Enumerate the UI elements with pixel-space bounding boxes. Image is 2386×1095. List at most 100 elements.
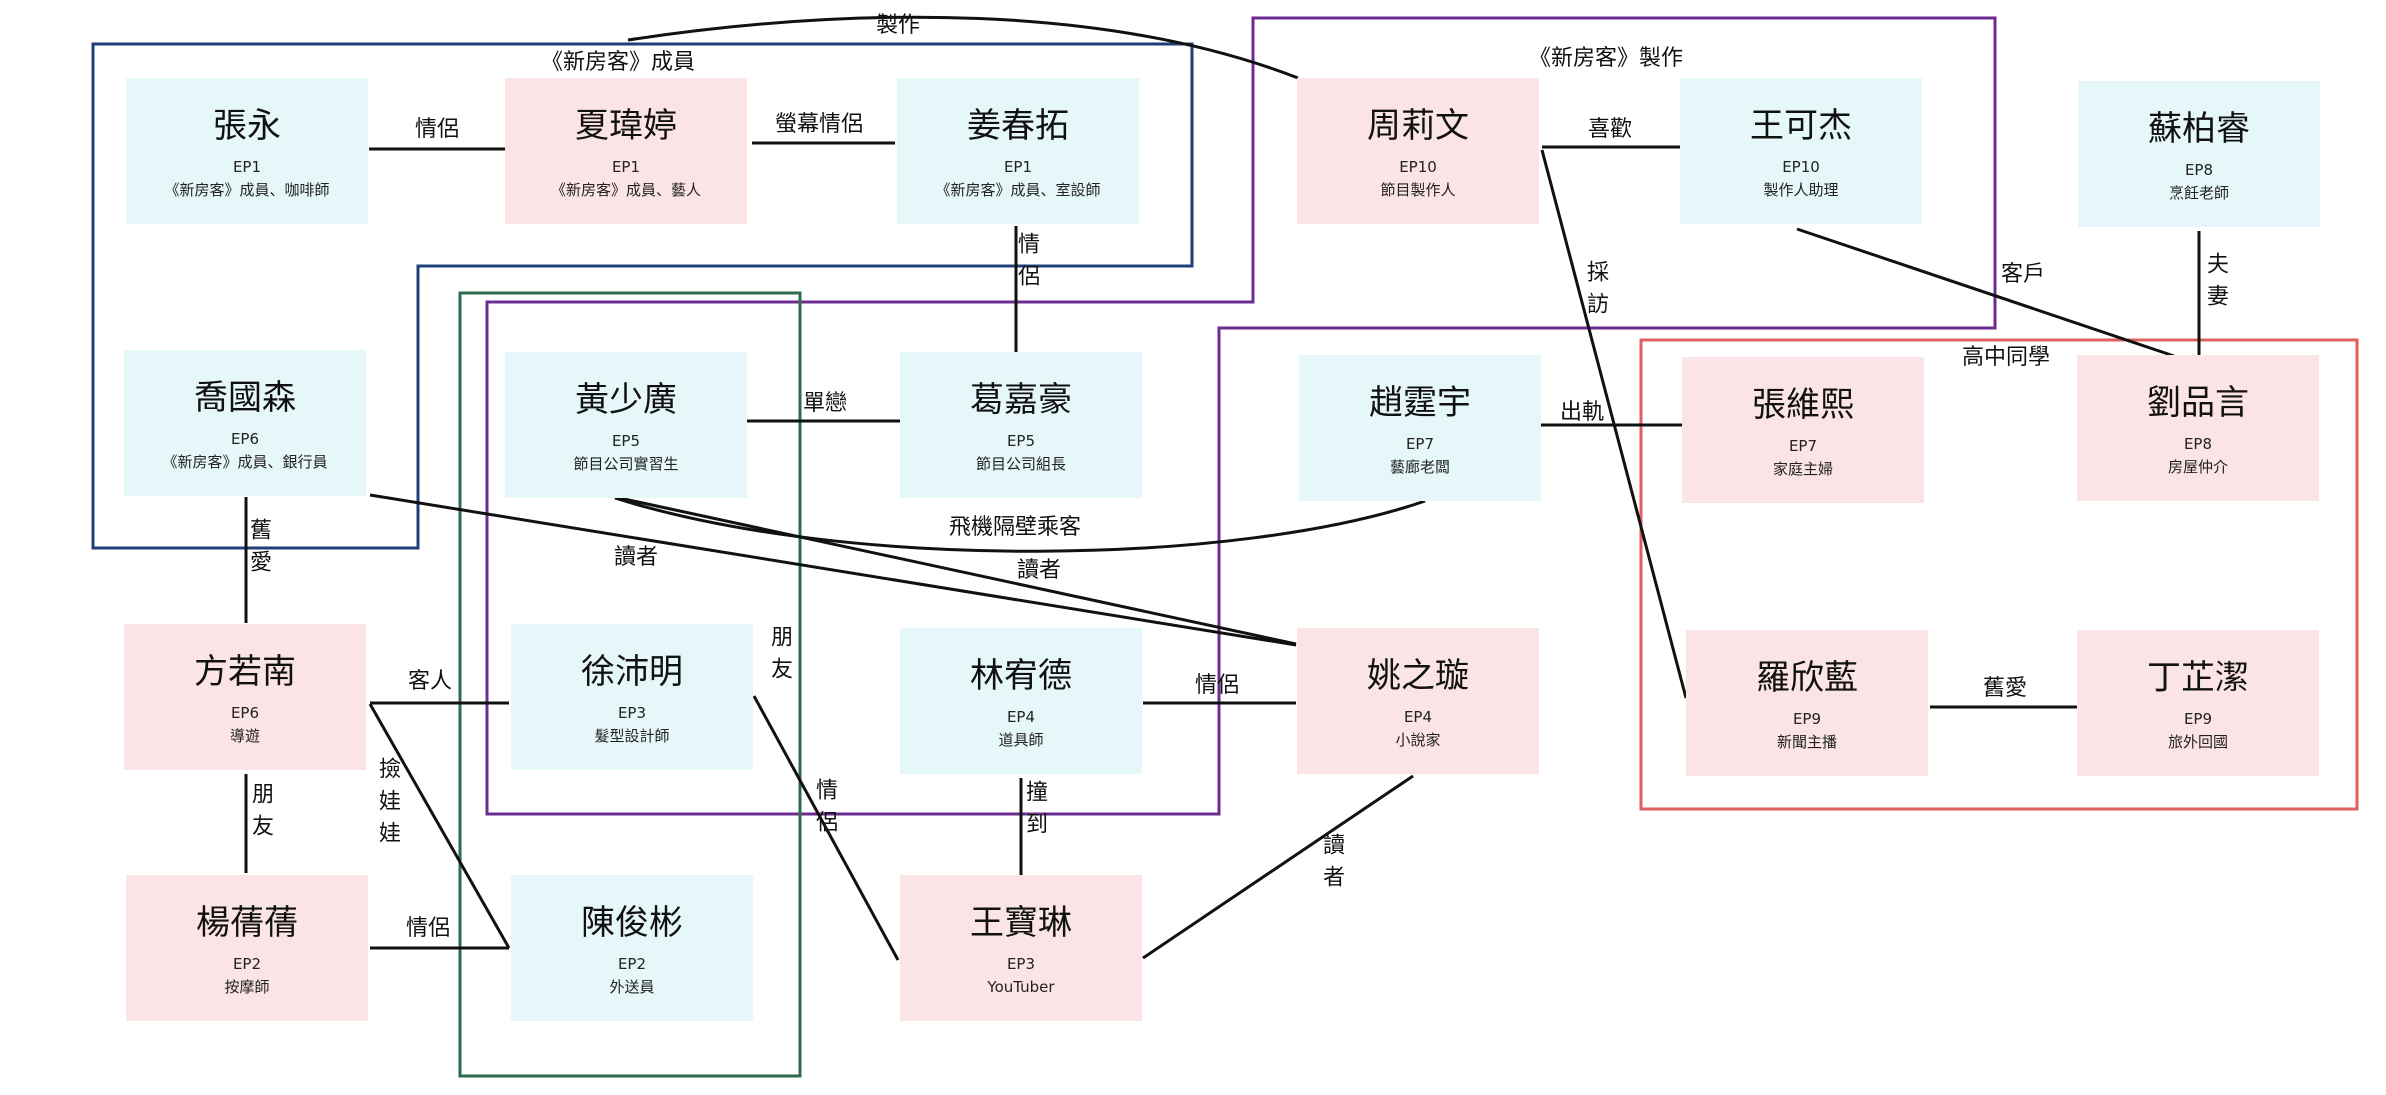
- node-zhangyong: 張永 EP1 《新房客》成員、咖啡師: [126, 78, 368, 224]
- node-role: 藝廊老闆: [1389, 458, 1450, 476]
- relation-label: 撞到: [1022, 780, 1047, 844]
- node-episode: EP9: [1792, 710, 1822, 728]
- relation-label: 情侶: [1195, 673, 1240, 698]
- node-episode: EP4: [1006, 708, 1036, 726]
- node-role: 新聞主播: [1776, 733, 1837, 751]
- relation-label: 情侶: [415, 117, 460, 142]
- production-group-frame: [485, 16, 1997, 816]
- relation-label: 讀者: [614, 545, 659, 570]
- relation-label: 喜歡: [1588, 117, 1633, 142]
- node-episode: EP1: [232, 158, 262, 176]
- relation-label: 單戀: [803, 391, 848, 416]
- relation-label: 情侶: [1014, 232, 1039, 296]
- node-fangruonan: 方若南 EP6 導遊: [124, 624, 366, 770]
- node-role: 小說家: [1395, 731, 1441, 749]
- production-group-label: 《新房客》製作: [1529, 46, 1684, 71]
- node-episode: EP2: [232, 955, 262, 973]
- node-chenjunbin: 陳俊彬 EP2 外送員: [511, 875, 753, 1021]
- node-xupeiming: 徐沛明 EP3 髮型設計師: [511, 624, 753, 770]
- node-name: 姜春拓: [967, 106, 1069, 146]
- relation-label: 讀者: [1017, 558, 1062, 583]
- relation-label: 情侶: [406, 916, 451, 941]
- relation-label: 製作: [876, 13, 921, 38]
- node-episode: EP7: [1405, 435, 1435, 453]
- edge-xupeiming-wangbaolin: [752, 695, 900, 961]
- node-role: 外送員: [609, 978, 655, 996]
- node-name: 張維熙: [1752, 385, 1854, 425]
- node-gejiahao: 葛嘉豪 EP5 節目公司組長: [900, 352, 1142, 498]
- relation-label: 採訪: [1583, 260, 1608, 324]
- node-episode: EP3: [1006, 955, 1036, 973]
- relation-label: 舊愛: [246, 518, 271, 582]
- edge-fangruonan-chenjunbin: [368, 703, 511, 949]
- node-episode: EP6: [230, 704, 260, 722]
- node-name: 周莉文: [1367, 106, 1469, 146]
- relation-label: 讀者: [1319, 833, 1344, 897]
- node-zhangweixi: 張維熙 EP7 家庭主婦: [1682, 357, 1924, 503]
- node-role: 節目公司組長: [975, 455, 1066, 473]
- node-wangkejie: 王可杰 EP10 製作人助理: [1680, 78, 1922, 224]
- node-episode: EP10: [1782, 158, 1820, 176]
- node-episode: EP6: [230, 430, 260, 448]
- classmates-group-label: 高中同學: [1962, 345, 2051, 370]
- node-name: 丁芷潔: [2147, 658, 2249, 698]
- node-episode: EP4: [1403, 708, 1433, 726]
- relation-label: 夫妻: [2203, 252, 2228, 316]
- members-group-label: 《新房客》成員: [541, 50, 696, 75]
- node-huangshaoguang: 黃少廣 EP5 節目公司實習生: [505, 352, 747, 498]
- edge-production: [627, 15, 1299, 80]
- relation-label: 朋友: [767, 625, 792, 689]
- node-name: 葛嘉豪: [970, 380, 1072, 420]
- node-episode: EP1: [611, 158, 641, 176]
- node-role: YouTuber: [987, 978, 1055, 996]
- node-episode: EP9: [2183, 710, 2213, 728]
- node-episode: EP7: [1788, 437, 1818, 455]
- node-name: 黃少廣: [575, 380, 677, 420]
- node-name: 羅欣藍: [1756, 658, 1858, 698]
- node-dingzhijie: 丁芷潔 EP9 旅外回國: [2077, 630, 2319, 776]
- node-jiangchuntuo: 姜春拓 EP1 《新房客》成員、室設師: [897, 78, 1139, 224]
- node-role: 旅外回國: [2167, 733, 2228, 751]
- node-episode: EP2: [617, 955, 647, 973]
- edge-yaozhixuan-wangbaolin: [1142, 774, 1414, 960]
- relation-label: 舊愛: [1983, 676, 2028, 701]
- node-subairui: 蘇柏睿 EP8 烹飪老師: [2078, 81, 2320, 227]
- node-name: 劉品言: [2147, 383, 2249, 423]
- node-name: 張永: [213, 106, 281, 146]
- node-name: 陳俊彬: [581, 903, 683, 943]
- node-luoxinlan: 羅欣藍 EP9 新聞主播: [1686, 630, 1928, 776]
- node-role: 房屋仲介: [2167, 458, 2228, 476]
- node-name: 方若南: [194, 652, 296, 692]
- relation-label: 朋友: [248, 782, 273, 846]
- node-zhouliwen: 周莉文 EP10 節目製作人: [1297, 78, 1539, 224]
- node-role: 導遊: [229, 727, 260, 745]
- node-role: 《新房客》成員、銀行員: [162, 453, 328, 471]
- node-role: 《新房客》成員、藝人: [550, 181, 701, 199]
- node-episode: EP5: [1006, 432, 1036, 450]
- edge-qiaoguosen-yaozhixuan: [369, 493, 1297, 647]
- node-name: 趙霆宇: [1369, 383, 1471, 423]
- edge-huangshaoguang-yaozhixuan: [614, 495, 1297, 646]
- node-role: 製作人助理: [1763, 181, 1839, 199]
- node-zhaotingyu: 趙霆宇 EP7 藝廊老闆: [1299, 355, 1541, 501]
- node-xiaweiting: 夏瑋婷 EP1 《新房客》成員、藝人: [505, 78, 747, 224]
- node-role: 節目製作人: [1380, 181, 1456, 199]
- node-name: 姚之璇: [1367, 656, 1469, 696]
- relation-label: 情侶: [812, 778, 837, 842]
- node-linyoude: 林宥德 EP4 道具師: [900, 628, 1142, 774]
- node-role: 《新房客》成員、室設師: [935, 181, 1101, 199]
- node-episode: EP3: [617, 704, 647, 722]
- node-name: 王可杰: [1750, 106, 1852, 146]
- node-yangqianqian: 楊蒨蒨 EP2 按摩師: [126, 875, 368, 1021]
- node-name: 楊蒨蒨: [196, 903, 298, 943]
- node-name: 王寶琳: [970, 903, 1072, 943]
- node-role: 按摩師: [224, 978, 270, 996]
- relation-label: 客人: [408, 669, 453, 694]
- node-name: 喬國森: [194, 378, 296, 418]
- relation-label: 螢幕情侶: [775, 112, 864, 137]
- node-episode: EP8: [2184, 161, 2214, 179]
- node-liupinyan: 劉品言 EP8 房屋仲介: [2077, 355, 2319, 501]
- node-episode: EP10: [1399, 158, 1437, 176]
- classmates-group-frame: [1639, 338, 2359, 811]
